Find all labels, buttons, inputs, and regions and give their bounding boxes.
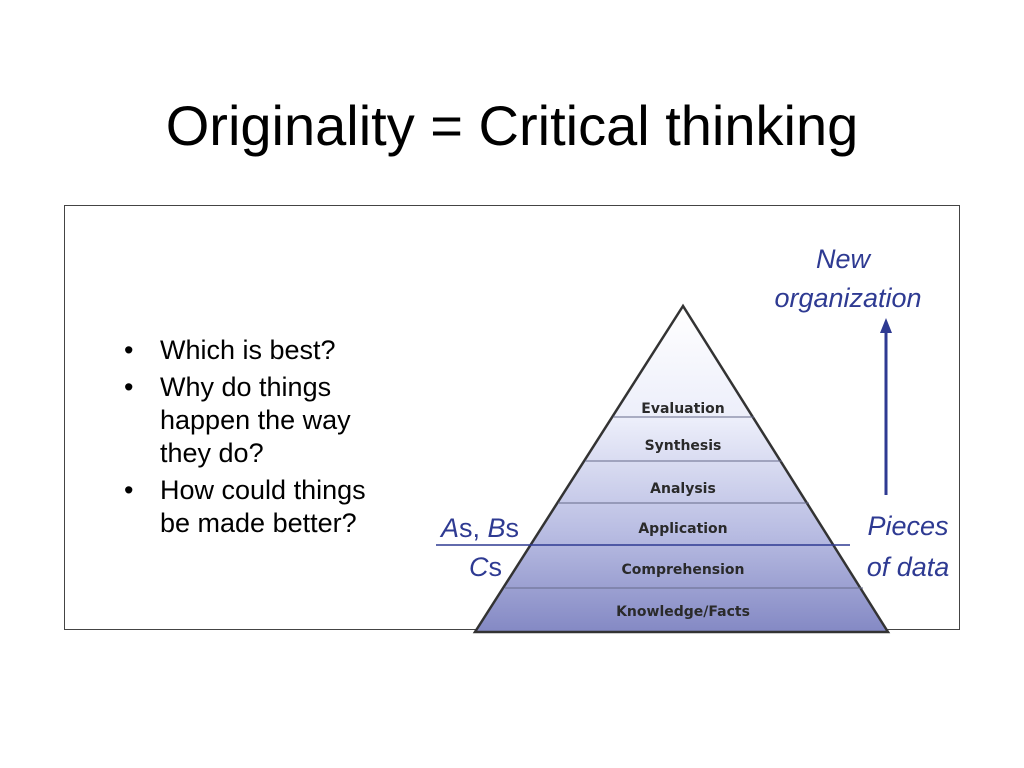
bullet-text: Which is best? xyxy=(160,335,336,365)
level-label-knowledge: Knowledge/Facts xyxy=(616,604,750,620)
bullet-dot-icon: • xyxy=(124,475,134,505)
up-arrow-icon xyxy=(880,318,892,495)
grades-label-line2: Cs xyxy=(469,552,502,582)
bullet-dot-icon: • xyxy=(124,372,134,402)
pyramid-shape xyxy=(472,303,891,634)
slide-title: Originality = Critical thinking xyxy=(165,94,859,157)
level-label-synthesis: Synthesis xyxy=(645,438,722,454)
bullet-item: • Which is best? xyxy=(118,334,428,367)
pieces-of-data-label: Pieces xyxy=(867,511,948,541)
level-label-evaluation: Evaluation xyxy=(641,401,724,417)
new-organization-label-line2: organization xyxy=(774,283,921,313)
bullet-list: • Which is best? • Why do things happen … xyxy=(118,334,428,544)
new-organization-label: New xyxy=(816,244,872,274)
pieces-of-data-label-line2: of data xyxy=(867,552,950,582)
level-label-comprehension: Comprehension xyxy=(621,562,744,578)
level-label-application: Application xyxy=(638,521,727,537)
bullet-item: • Why do things happen the way they do? xyxy=(118,371,428,470)
grades-label: As, Bs xyxy=(439,513,519,543)
level-label-analysis: Analysis xyxy=(650,481,716,497)
bullet-text: How could things be made better? xyxy=(160,475,366,538)
bullet-item: • How could things be made better? xyxy=(118,474,428,540)
bullet-text: Why do things happen the way they do? xyxy=(160,372,351,468)
bullet-dot-icon: • xyxy=(124,335,134,365)
